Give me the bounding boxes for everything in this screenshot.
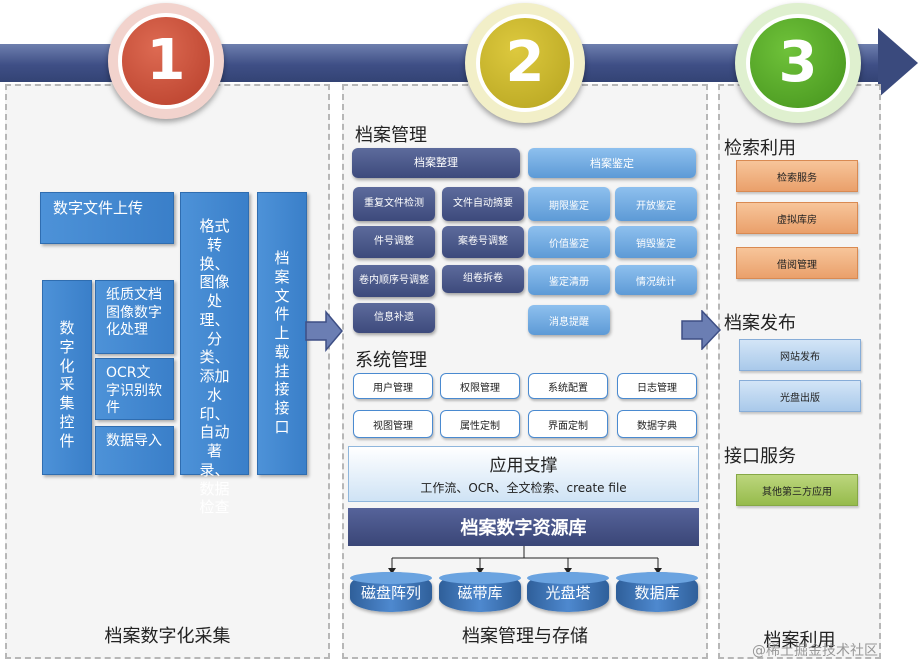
format-process-box: 格式转换、图像处理、分类、添加水印、自动著录、数据检查	[180, 192, 249, 516]
open-appraise-button[interactable]: 开放鉴定	[615, 187, 697, 221]
data-import-box: 数据导入	[95, 426, 174, 475]
destroy-appraise-button[interactable]: 销毁鉴定	[615, 226, 697, 258]
app-support-items: 工作流、OCR、全文检索、create file	[420, 481, 627, 495]
third-party-item[interactable]: 其他第三方应用	[736, 474, 858, 506]
msg-remind-button[interactable]: 消息提醒	[528, 305, 610, 335]
storage-optical-tower: 光盘塔	[527, 572, 609, 612]
panel-1-footer: 档案数字化采集	[104, 626, 231, 647]
term-appraise-button[interactable]: 期限鉴定	[528, 187, 610, 221]
api-service-title: 接口服务	[724, 446, 796, 467]
group-split-button[interactable]: 组卷拆卷	[442, 265, 524, 293]
log-mgmt-button[interactable]: 日志管理	[617, 373, 697, 399]
archive-mgmt-title: 档案管理	[355, 125, 427, 146]
step-1-number: 1	[118, 13, 214, 109]
step-2-circle: 2	[465, 3, 585, 123]
retrieval-title: 检索利用	[724, 138, 796, 159]
sys-mgmt-title: 系统管理	[355, 350, 427, 371]
storage-disk-array: 磁盘阵列	[350, 572, 432, 612]
auto-extract-button[interactable]: 文件自动摘要	[442, 187, 524, 221]
inner-order-adjust-button[interactable]: 卷内顺序号调整	[353, 265, 435, 297]
mount-interface-box: 档案文件上载挂接接口	[257, 192, 307, 475]
step-3-circle: 3	[735, 3, 861, 123]
step-2-number: 2	[475, 13, 575, 113]
ocr-box: OCR文字识别软件	[95, 358, 174, 420]
publish-title: 档案发布	[724, 313, 796, 334]
app-support-title: 应用支撑	[489, 456, 558, 476]
panel-3-footer: 档案利用	[763, 630, 836, 651]
watermark: @稀土掘金技术社区	[752, 643, 878, 659]
collect-control-box: 数字化采集控件	[42, 280, 92, 475]
storage-tape-library: 磁带库	[439, 572, 521, 612]
panel-archive-management	[342, 84, 708, 659]
app-support-box: 应用支撑 工作流、OCR、全文检索、create file	[348, 446, 699, 502]
dup-detect-button[interactable]: 重复文件检测	[353, 187, 435, 221]
web-publish-item[interactable]: 网站发布	[739, 339, 861, 371]
virtual-room-item[interactable]: 虚拟库房	[736, 202, 858, 234]
disc-publish-item[interactable]: 光盘出版	[739, 380, 861, 412]
value-appraise-button[interactable]: 价值鉴定	[528, 226, 610, 258]
appraise-list-button[interactable]: 鉴定清册	[528, 265, 610, 295]
archive-organize-header: 档案整理	[352, 148, 520, 178]
borrow-mgmt-item[interactable]: 借阅管理	[736, 247, 858, 279]
piece-adjust-button[interactable]: 件号调整	[353, 226, 435, 258]
storage-connectors	[388, 546, 662, 574]
stats-button[interactable]: 情况统计	[615, 265, 697, 295]
view-mgmt-button[interactable]: 视图管理	[353, 410, 433, 438]
upload-box: 数字文件上传	[40, 192, 174, 244]
data-dict-button[interactable]: 数据字典	[617, 410, 697, 438]
user-mgmt-button[interactable]: 用户管理	[353, 373, 433, 399]
archive-appraise-header: 档案鉴定	[528, 148, 696, 178]
step-1-circle: 1	[108, 3, 224, 119]
info-supplement-button[interactable]: 信息补遗	[353, 303, 435, 333]
perm-mgmt-button[interactable]: 权限管理	[440, 373, 520, 399]
ui-custom-button[interactable]: 界面定制	[528, 410, 608, 438]
panel-2-footer: 档案管理与存储	[462, 626, 588, 647]
attr-custom-button[interactable]: 属性定制	[440, 410, 520, 438]
flow-arrow-2-to-3	[681, 310, 722, 350]
step-3-number: 3	[746, 13, 850, 113]
paper-digitize-box: 纸质文档图像数字化处理	[95, 280, 174, 354]
flow-arrow-1-to-2	[305, 310, 343, 352]
storage-database: 数据库	[616, 572, 698, 612]
digital-repo-bar: 档案数字资源库	[348, 508, 699, 546]
retrieval-service-item[interactable]: 检索服务	[736, 160, 858, 192]
volume-adjust-button[interactable]: 案卷号调整	[442, 226, 524, 258]
sys-config-button[interactable]: 系统配置	[528, 373, 608, 399]
process-flow-arrowhead	[878, 28, 918, 98]
